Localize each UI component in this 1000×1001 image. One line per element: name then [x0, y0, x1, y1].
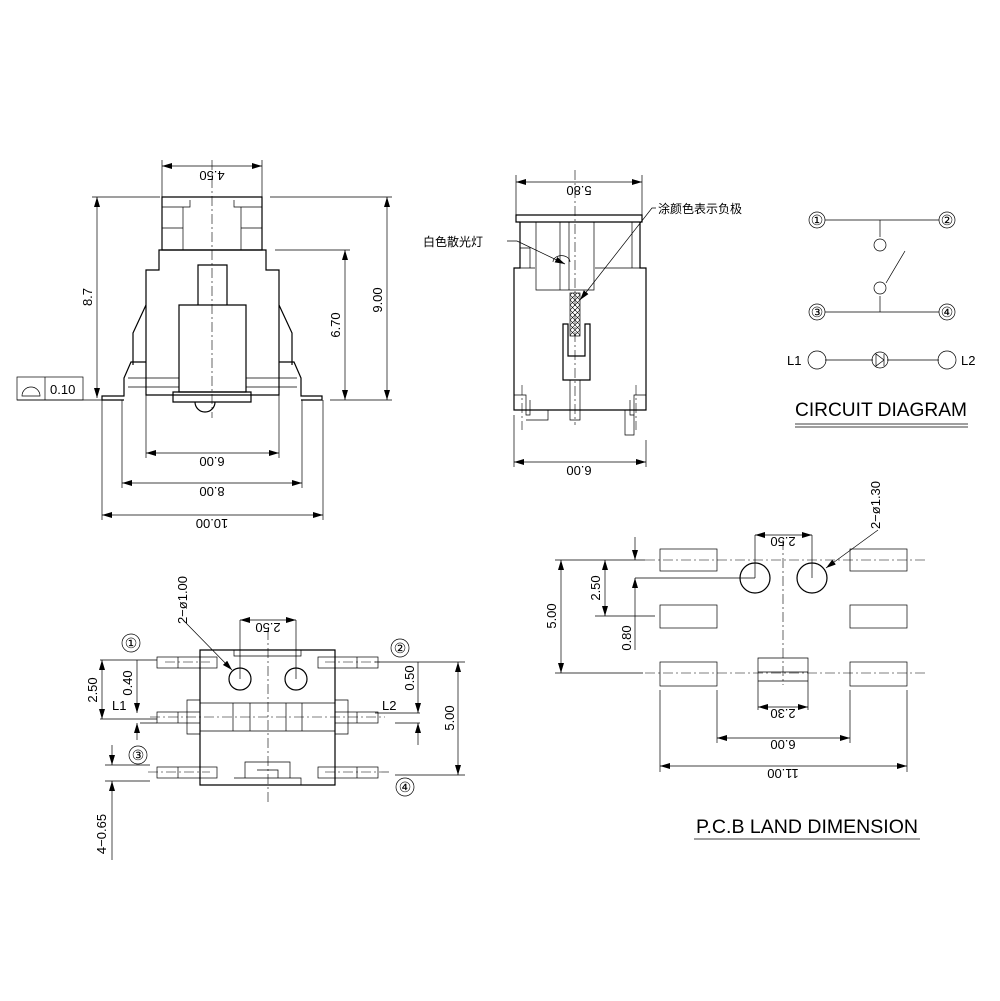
svg-text:③: ③ [132, 747, 145, 763]
dim-6-00: 6.00 [199, 454, 224, 469]
dim-5-80: 5.80 [566, 183, 591, 198]
pin-3-label: ③ [808, 303, 826, 321]
dim-left-2-50: 2.50 [85, 677, 100, 702]
dim-6-00-pcb: 6.00 [770, 737, 795, 752]
dim-8-00: 8.00 [199, 484, 224, 499]
dim-pitch-2-50-pcb: 2.50 [770, 534, 795, 549]
cathode-color-label: 涂颜色表示负极 [658, 201, 742, 216]
svg-text:②: ② [941, 212, 954, 228]
dim-9-00: 9.00 [370, 287, 385, 312]
dim-pitch-2-50: 2.50 [255, 620, 280, 635]
l2-label: L2 [961, 353, 975, 368]
dim-4-50: 4.50 [199, 168, 224, 183]
dim-10-00: 10.00 [196, 516, 229, 531]
profile-tolerance-box: 0.10 [16, 376, 84, 401]
pin-1-label: ① [808, 211, 826, 229]
dim-0-80-pcb: 0.80 [619, 625, 634, 650]
dim-holes-1-00: 2−ø1.00 [175, 576, 190, 624]
pcb-land-dimension: 2−ø1.30 2.50 5.00 2.50 0.80 2.30 6.00 11… [544, 481, 925, 840]
dim-11-00-pcb: 11.00 [767, 766, 799, 781]
dim-2-30-pcb: 2.30 [770, 706, 795, 721]
dim-0-40: 0.40 [120, 670, 135, 695]
circuit-diagram: ① ② ③ ④ L1 L2 CIRCUIT DIAGRAM [787, 211, 975, 428]
circuit-diagram-title: CIRCUIT DIAGRAM [795, 400, 967, 421]
pin-1-marker: ① [121, 633, 141, 653]
dim-5-00-pcb: 5.00 [544, 603, 559, 628]
dim-0-50: 0.50 [402, 665, 417, 690]
svg-text:③: ③ [811, 304, 824, 320]
pin-2-marker: ② [390, 638, 410, 658]
led-diode-icon [871, 351, 889, 369]
side-view: 5.80 6.00 涂颜色表示负极 白色散光灯 [423, 170, 742, 478]
svg-text:②: ② [394, 640, 407, 656]
svg-text:④: ④ [399, 779, 412, 795]
white-diffused-led-label: 白色散光灯 [423, 234, 483, 249]
dim-2-50-pcb: 2.50 [588, 575, 603, 600]
bottom-view: 2−ø1.00 2.50 2.50 0.40 0.50 5.00 4−0.65 … [85, 576, 465, 860]
svg-text:①: ① [811, 212, 824, 228]
l1-label: L1 [787, 353, 801, 368]
dim-8-7: 8.7 [80, 288, 95, 306]
dim-6-00-side: 6.00 [566, 463, 591, 478]
tolerance-value: 0.10 [50, 382, 75, 397]
dim-6-70: 6.70 [328, 312, 343, 337]
dim-5-00: 5.00 [442, 705, 457, 730]
profile-surface-icon [21, 386, 41, 397]
pcb-land-title: P.C.B LAND DIMENSION [696, 817, 918, 838]
l1-pin-label: L1 [112, 698, 126, 713]
pin-3-marker: ③ [128, 745, 148, 765]
svg-text:④: ④ [941, 304, 954, 320]
pin-4-marker: ④ [395, 777, 415, 797]
dim-holes-1-30: 2−ø1.30 [868, 481, 883, 529]
l2-pin-label: L2 [382, 698, 396, 713]
dim-pad-0-65: 4−0.65 [94, 814, 109, 854]
pin-2-label: ② [938, 211, 956, 229]
pin-4-label: ④ [938, 303, 956, 321]
svg-text:①: ① [125, 635, 138, 651]
front-view: 4.50 8.7 9.00 6.70 6.00 8.00 10.00 0.10 [16, 160, 392, 531]
